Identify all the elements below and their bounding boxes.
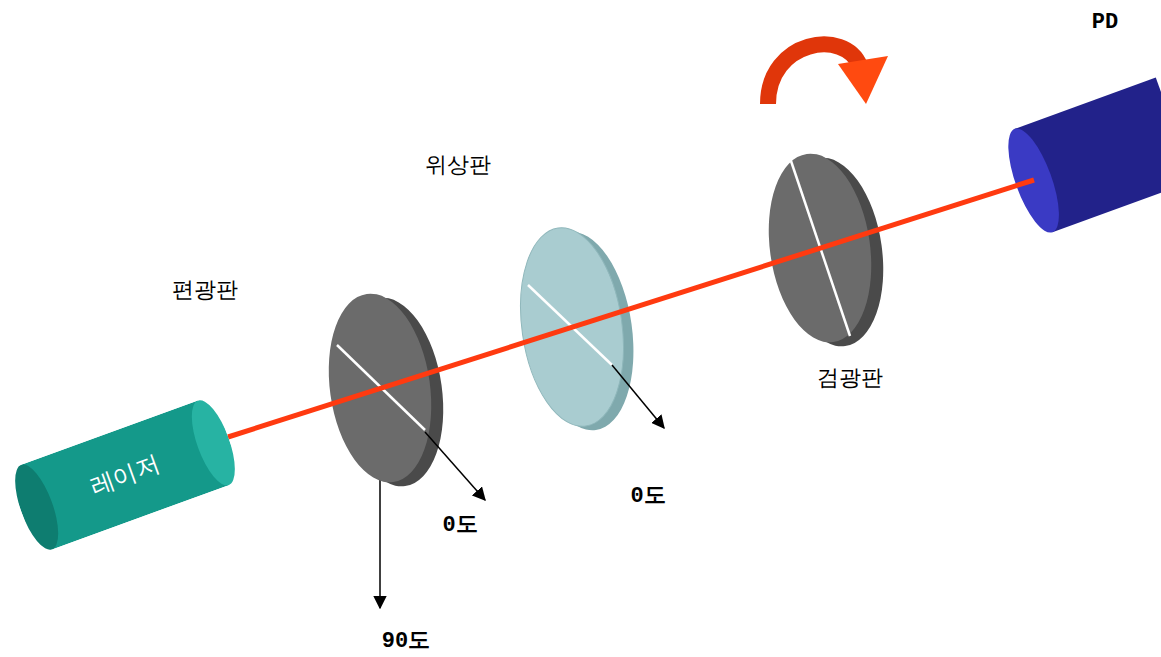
axis-arrow	[425, 432, 485, 500]
part-name: 편광판	[172, 275, 238, 305]
angle-label: 0도	[442, 509, 477, 539]
angle-label: 0도	[630, 480, 665, 510]
rotation-arrow	[768, 44, 888, 104]
laser-source: 레이저	[6, 395, 244, 555]
analyzer-disk	[757, 147, 894, 353]
wave-plate-disk	[509, 221, 646, 437]
part-name: 검광판	[817, 363, 883, 393]
polarizer-disk	[317, 287, 454, 493]
photodiode-body	[998, 78, 1161, 239]
axis-arrow	[612, 365, 664, 428]
part-name: PD	[1092, 10, 1118, 35]
part-name: 위상판	[425, 150, 491, 180]
laser-beam	[228, 180, 1034, 437]
angle-label: 90도	[382, 625, 430, 655]
